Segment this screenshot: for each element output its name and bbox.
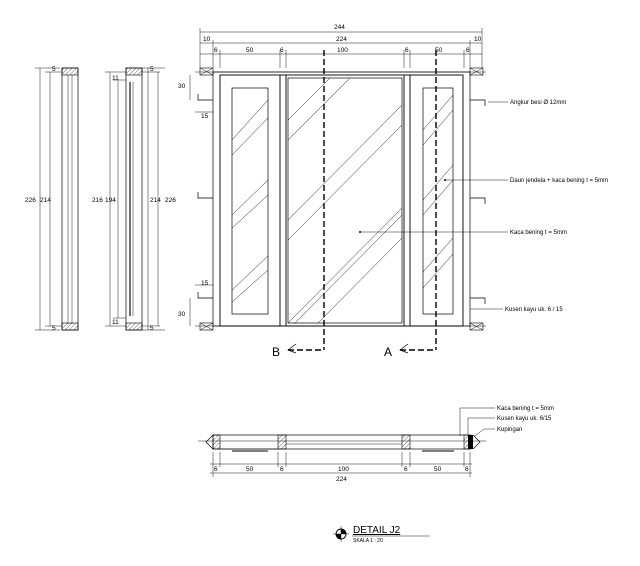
dim-center-pane: 100 [337, 47, 348, 54]
detail-scale: SKALA 1 : 20 [353, 538, 383, 544]
dim-post-1: 6 [214, 47, 218, 54]
dim-sash-bottom: 11 [112, 319, 119, 326]
plan-dim-post-d: 6 [465, 466, 469, 473]
dim-height-outer-left: 226 [25, 197, 36, 204]
dim-inner-width: 224 [336, 36, 347, 43]
plan-dim-post-a: 6 [214, 466, 218, 473]
dim-post-2: 6 [280, 47, 284, 54]
dim-height-inner-right: 214 [150, 197, 161, 204]
dim-post-3: 6 [405, 47, 409, 54]
dim-anchor-bottom: 15 [201, 280, 209, 287]
dim-pane-right: 50 [435, 47, 443, 54]
dim-small-bottom-right: 5 [150, 325, 154, 332]
plan-section [198, 407, 495, 477]
dim-post-4: 6 [466, 47, 470, 54]
dim-anchor-top: 15 [201, 113, 209, 120]
dim-margin-left: 10 [203, 36, 211, 43]
section-mark-b: B [272, 345, 280, 359]
plan-note-glass: Kaca bening t = 5mm [497, 406, 554, 412]
detail-title: DETAIL J2 [353, 525, 401, 536]
dim-bottom-offset: 30 [178, 311, 186, 318]
dim-pane-left: 50 [246, 47, 254, 54]
dim-height-inner-left: 214 [40, 197, 51, 204]
dim-margin-right: 10 [474, 36, 482, 43]
plan-dim-post-b: 6 [280, 466, 284, 473]
leaders-elevation [359, 101, 508, 310]
sash-side-section [105, 67, 165, 331]
dim-height-sash: 216 [92, 197, 103, 204]
note-frame: Kusen kayu uk. 6 / 15 [505, 307, 563, 313]
plan-dim-pane-b: 50 [434, 466, 442, 473]
dim-top-offset: 30 [178, 83, 186, 90]
dim-small-bottom-left: 5 [52, 325, 56, 332]
plan-dim-pane-a: 50 [246, 466, 254, 473]
top-dimension-chains [199, 28, 483, 68]
dim-small-top-left: 5 [52, 66, 56, 73]
note-sash-glass: Daun jendela + kaca bening t = 5mm [510, 178, 608, 184]
dim-height-outer-right: 226 [165, 197, 176, 204]
note-clear-glass: Kaca bening t = 5mm [510, 230, 567, 236]
section-mark-a: A [384, 345, 392, 359]
plan-note-rebate: Kupingan [497, 427, 522, 433]
section-lines [287, 50, 437, 354]
dim-overall-width: 244 [334, 24, 345, 31]
plan-dim-total: 224 [336, 476, 347, 483]
plan-dim-post-c: 6 [404, 466, 408, 473]
note-anchor: Angkur besi Ø 12mm [510, 100, 566, 106]
left-side-section [35, 67, 79, 331]
window-elevation [189, 67, 486, 331]
plan-dim-center: 100 [338, 466, 349, 473]
title-block [333, 526, 430, 542]
dim-small-top-right: 5 [150, 66, 154, 73]
dim-height-sash-inner: 194 [105, 197, 116, 204]
plan-note-frame: Kusen kayu uk. 6/15 [497, 416, 552, 422]
dim-sash-top: 11 [112, 75, 119, 82]
